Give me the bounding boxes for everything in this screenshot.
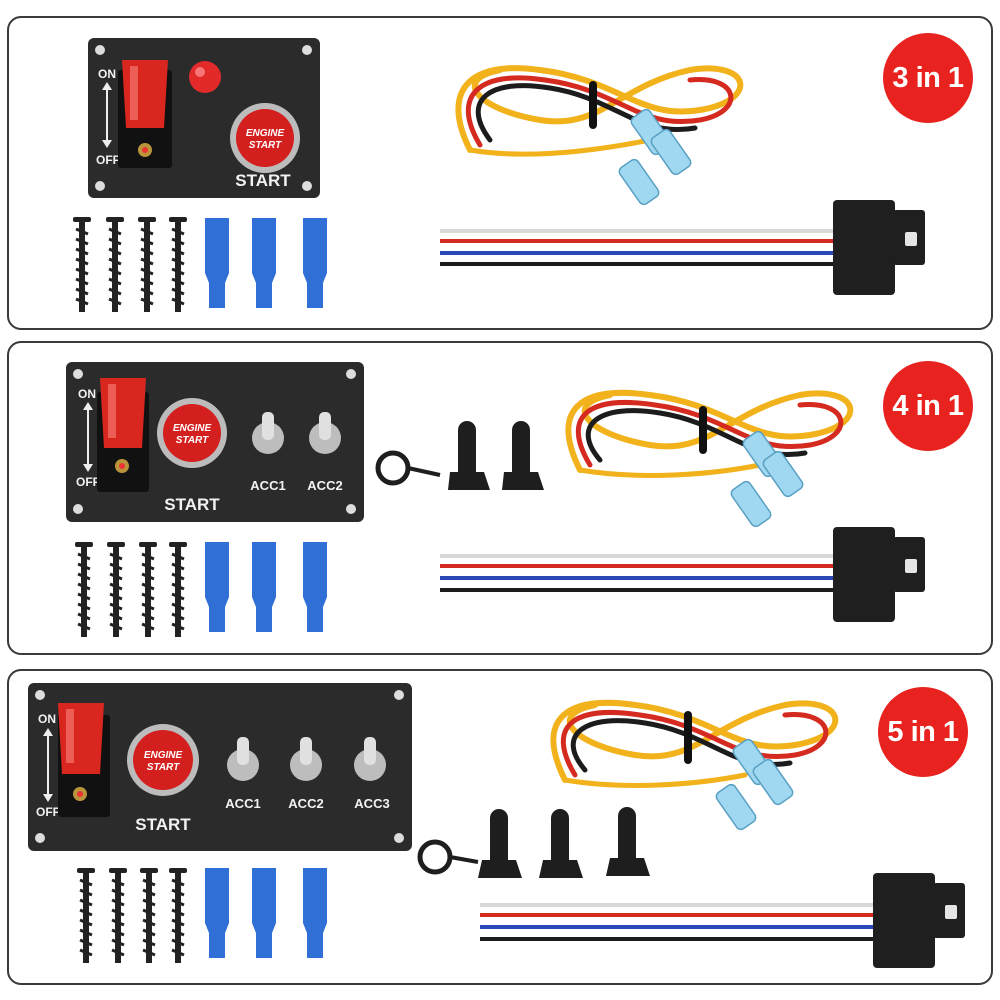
kit-card-5in1: 5 in 1 xyxy=(7,669,993,985)
kit-badge: 3 in 1 xyxy=(883,33,973,123)
kit-badge: 4 in 1 xyxy=(883,361,973,451)
kit-card-3in1: 3 in 1 xyxy=(7,16,993,330)
kit-card-4in1: 4 in 1 xyxy=(7,341,993,655)
kit-badge: 5 in 1 xyxy=(878,687,968,777)
